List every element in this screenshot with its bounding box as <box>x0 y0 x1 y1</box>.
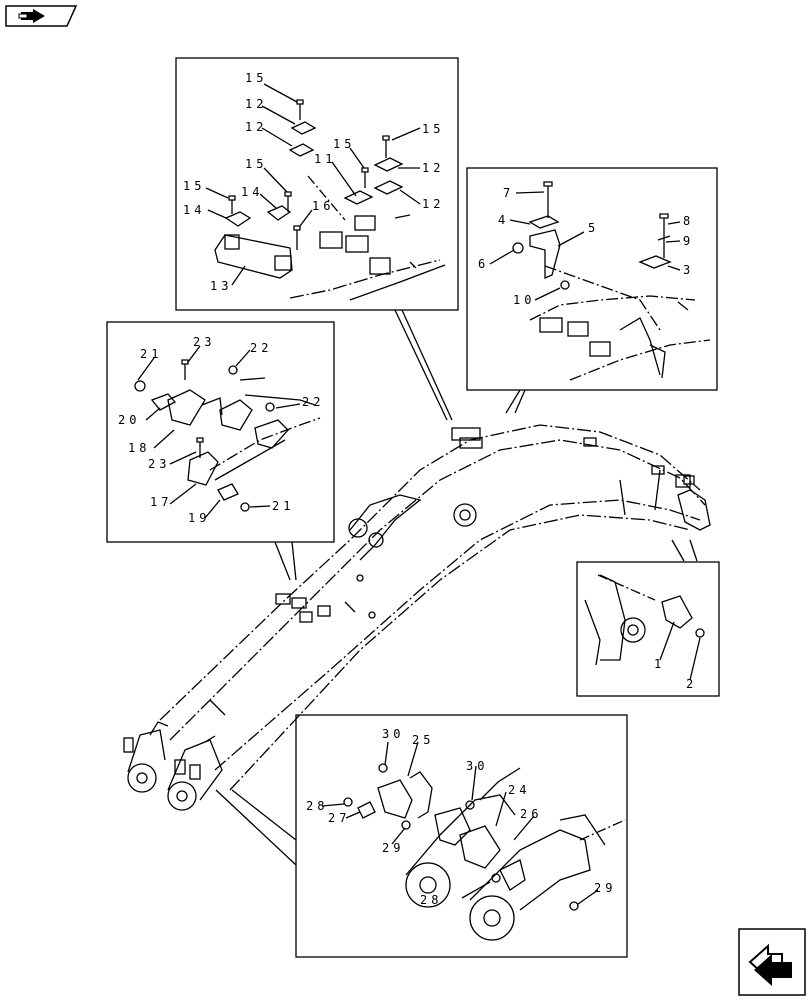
callout-4: 4 <box>498 213 509 227</box>
callout-30: 30 <box>382 727 404 741</box>
callout-21: 21 <box>272 499 294 513</box>
detail-box-bottom <box>295 714 628 958</box>
boom-center-pivot <box>348 494 477 561</box>
callout-labels: 15 12 12 15 15 11 12 15 15 14 14 16 12 1… <box>118 71 697 907</box>
callout-30: 30 <box>466 759 488 773</box>
callout-28: 28 <box>420 893 442 907</box>
next-page-button[interactable] <box>738 928 806 996</box>
callout-15: 15 <box>245 71 267 85</box>
callout-10: 10 <box>513 293 535 307</box>
detail-bottom-parts <box>343 763 626 941</box>
page-back-arrow-icon <box>5 5 78 27</box>
boom-foot-left <box>123 721 169 793</box>
callout-20: 20 <box>118 413 140 427</box>
callout-18: 18 <box>128 441 150 455</box>
detail-leader-lines <box>215 309 698 866</box>
boom-upper-edge-2 <box>169 439 706 741</box>
detail-box-mid-left <box>106 321 335 543</box>
callout-28: 28 <box>306 799 328 813</box>
callout-26: 26 <box>520 807 542 821</box>
boom-assembly <box>123 424 711 811</box>
callout-29: 29 <box>594 881 616 895</box>
boom-lower-edge <box>214 499 701 771</box>
callout-12: 12 <box>422 197 444 211</box>
callout-8: 8 <box>683 214 694 228</box>
callout-15: 15 <box>245 157 267 171</box>
detail-right-parts <box>584 574 705 666</box>
callout-2: 2 <box>686 677 697 691</box>
callout-1: 1 <box>654 657 665 671</box>
callout-15: 15 <box>422 122 444 136</box>
boom-upper-edge <box>159 424 701 721</box>
callout-22: 22 <box>250 341 272 355</box>
detail-box-top-right <box>466 167 718 391</box>
callout-23: 23 <box>193 335 215 349</box>
detail-top-left-parts <box>214 99 446 301</box>
callout-16: 16 <box>312 199 334 213</box>
callout-22: 22 <box>302 395 324 409</box>
callout-leaders <box>137 83 701 905</box>
callout-12: 12 <box>245 120 267 134</box>
callout-15: 15 <box>333 137 355 151</box>
callout-6: 6 <box>478 257 489 271</box>
callout-9: 9 <box>683 234 694 248</box>
page-forward-arrow-icon <box>738 928 806 996</box>
callout-24: 24 <box>508 783 530 797</box>
detail-mid-left-parts <box>134 359 321 512</box>
callout-14: 14 <box>183 203 205 217</box>
boom-brackets <box>209 427 695 716</box>
callout-12: 12 <box>245 97 267 111</box>
boom-foot-right <box>167 735 223 811</box>
callout-13: 13 <box>210 279 232 293</box>
callout-5: 5 <box>588 221 599 235</box>
callout-7: 7 <box>503 186 514 200</box>
callout-27: 27 <box>328 811 350 825</box>
detail-top-right-parts <box>512 181 711 381</box>
callout-25: 25 <box>412 733 434 747</box>
boom-tip <box>619 469 711 531</box>
callout-14: 14 <box>241 185 263 199</box>
callout-23: 23 <box>148 457 170 471</box>
detail-box-top-left <box>175 57 459 311</box>
callout-29: 29 <box>382 841 404 855</box>
previous-page-button[interactable] <box>5 5 78 27</box>
detail-box-right <box>576 561 720 697</box>
callout-11: 11 <box>314 152 336 166</box>
callout-12: 12 <box>422 161 444 175</box>
callout-17: 17 <box>150 495 172 509</box>
callout-15: 15 <box>183 179 205 193</box>
boom-lower-edge-2 <box>229 514 691 791</box>
callout-3: 3 <box>683 263 694 277</box>
callout-21: 21 <box>140 347 162 361</box>
callout-19: 19 <box>188 511 210 525</box>
